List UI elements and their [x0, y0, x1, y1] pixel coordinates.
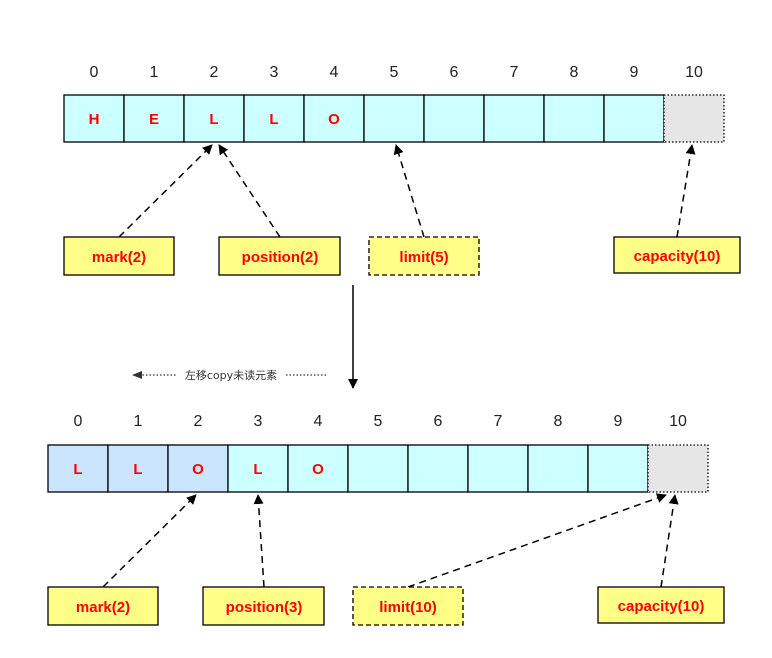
after-limit-arrow — [407, 493, 667, 588]
before-mark-arrow — [118, 144, 213, 238]
after-index-1: 1 — [134, 413, 143, 430]
before-index-10: 10 — [685, 64, 703, 81]
after-position-label-box — [202, 586, 325, 626]
after-cell-capacity — [647, 444, 709, 493]
before-cell-2 — [183, 94, 245, 143]
after-cell-5 — [347, 444, 409, 493]
after-index-10: 10 — [669, 413, 687, 430]
after-cell-9 — [587, 444, 649, 493]
before-cell-0 — [63, 94, 125, 143]
before-limit-arrow — [393, 144, 425, 238]
after-index-0: 0 — [74, 413, 83, 430]
after-index-2: 2 — [194, 413, 203, 430]
before-index-8: 8 — [570, 64, 579, 81]
before-cell-4-value: O — [328, 111, 340, 128]
after-index-7: 7 — [494, 413, 503, 430]
after-limit-label-box — [352, 586, 464, 626]
before-index-7: 7 — [510, 64, 519, 81]
before-position-label: position(2) — [242, 249, 319, 266]
before-cell-9 — [603, 94, 665, 143]
after-index-5: 5 — [374, 413, 383, 430]
after-capacity-arrow — [660, 494, 679, 588]
after-cell-4 — [287, 444, 349, 493]
after-cell-6 — [407, 444, 469, 493]
before-cell-1-value: E — [149, 111, 159, 128]
after-cell-2-value: O — [192, 461, 204, 478]
compact-note-bg — [176, 367, 286, 383]
after-cell-2 — [167, 444, 229, 493]
before-cell-1 — [123, 94, 185, 143]
after-index-9: 9 — [614, 413, 623, 430]
before-cell-7 — [483, 94, 545, 143]
after-limit-label: limit(10) — [379, 599, 437, 616]
before-index-9: 9 — [630, 64, 639, 81]
before-capacity-label-box — [613, 236, 741, 274]
before-cell-6 — [423, 94, 485, 143]
before-cell-4 — [303, 94, 365, 143]
before-cell-8 — [543, 94, 605, 143]
before-index-1: 1 — [150, 64, 159, 81]
after-mark-arrow — [102, 494, 197, 588]
after-capacity-label-box — [597, 586, 725, 624]
before-capacity-arrow — [676, 144, 696, 238]
before-limit-label: limit(5) — [399, 249, 448, 266]
after-index-3: 3 — [254, 413, 263, 430]
after-index-8: 8 — [554, 413, 563, 430]
before-capacity-label: capacity(10) — [634, 248, 721, 265]
after-cell-8 — [527, 444, 589, 493]
before-cell-3-value: L — [269, 111, 278, 128]
before-cell-5 — [363, 94, 425, 143]
before-cell-0-value: H — [89, 111, 100, 128]
after-capacity-label: capacity(10) — [618, 598, 705, 615]
before-buffer: 0 1 2 3 4 5 6 7 8 9 10 H E L L O mark(2) — [63, 64, 741, 276]
after-position-arrow — [253, 494, 265, 588]
after-cell-4-value: O — [312, 461, 324, 478]
before-cell-2-value: L — [209, 111, 218, 128]
after-index-6: 6 — [434, 413, 443, 430]
after-index-4: 4 — [314, 413, 323, 430]
after-mark-label: mark(2) — [76, 599, 130, 616]
before-index-5: 5 — [390, 64, 399, 81]
after-cell-7 — [467, 444, 529, 493]
before-cell-capacity — [663, 94, 725, 143]
after-cell-0-value: L — [73, 461, 82, 478]
before-index-2: 2 — [210, 64, 219, 81]
before-index-4: 4 — [330, 64, 339, 81]
compact-note-text: 左移copy未读元素 — [185, 368, 277, 382]
before-mark-label-box — [63, 236, 175, 276]
after-mark-label-box — [47, 586, 159, 626]
after-buffer: 0 1 2 3 4 5 6 7 8 9 10 L L O L O mark(2) — [47, 413, 725, 626]
before-position-label-box — [218, 236, 341, 276]
before-position-arrow — [218, 144, 281, 238]
before-index-6: 6 — [450, 64, 459, 81]
before-index-0: 0 — [90, 64, 99, 81]
after-cell-3-value: L — [253, 461, 262, 478]
after-position-label: position(3) — [226, 599, 303, 616]
after-cell-0 — [47, 444, 109, 493]
before-limit-label-box — [368, 236, 480, 276]
compact-note: 左移copy未读元素 — [132, 367, 326, 383]
after-cell-1-value: L — [133, 461, 142, 478]
before-index-3: 3 — [270, 64, 279, 81]
before-mark-label: mark(2) — [92, 249, 146, 266]
